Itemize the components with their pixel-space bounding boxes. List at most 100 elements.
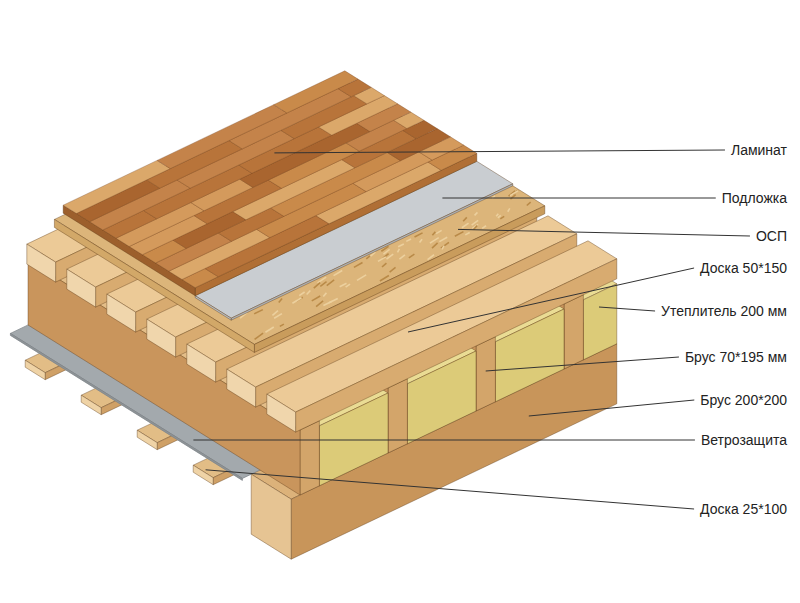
osb-flake: [439, 237, 447, 241]
joist: [388, 379, 407, 453]
osb-flake: [265, 327, 273, 332]
osb-flake: [406, 239, 411, 241]
osb-flake: [327, 280, 334, 286]
part-label: Брус 70*195 мм: [685, 349, 787, 366]
joist: [564, 295, 583, 369]
floor-board: [147, 319, 176, 357]
leader-line: [193, 440, 695, 441]
leader-line: [458, 229, 750, 236]
osb-flake: [463, 217, 467, 221]
osb-flake: [323, 293, 326, 297]
main-beam: [251, 474, 291, 559]
osb-flake: [474, 225, 478, 229]
osb-flake: [441, 242, 449, 248]
underlay: [195, 296, 231, 321]
osb-sheet: [54, 81, 544, 345]
osb-flake: [436, 230, 441, 233]
osb-flake: [255, 333, 263, 339]
osb-flake: [398, 249, 400, 252]
osb-flake: [409, 254, 415, 258]
osb-flake: [340, 283, 347, 286]
osb-flake: [465, 233, 469, 235]
joist: [300, 421, 319, 495]
bottom-board: [137, 430, 157, 450]
osb-flake: [455, 232, 464, 237]
floor-board: [187, 344, 216, 382]
osb-flake: [430, 238, 439, 243]
part-label: Доска 25*100: [700, 501, 787, 518]
osb-flake: [380, 276, 389, 281]
osb-flake: [472, 220, 479, 225]
leader-line: [206, 470, 694, 509]
joist: [476, 337, 495, 411]
floor-board: [296, 259, 617, 432]
floor-board: [67, 269, 96, 307]
leader-line: [486, 357, 679, 371]
bottom-board: [25, 360, 45, 380]
laminate: [63, 160, 170, 213]
osb-flake: [366, 256, 370, 259]
osb-flake: [475, 212, 478, 215]
osb-flake: [482, 226, 486, 229]
part-label: Подложка: [722, 190, 787, 207]
osb-flake: [312, 296, 320, 301]
osb-flake: [378, 257, 386, 262]
part-label: Ламинат: [731, 142, 787, 159]
floor-board: [267, 394, 296, 432]
osb-flake: [292, 298, 301, 303]
osb-flake: [329, 298, 338, 302]
osb-flake: [307, 291, 311, 295]
osb-flake: [279, 298, 282, 302]
osb-flake: [500, 216, 504, 218]
floor-board: [227, 369, 256, 407]
part-label: Доска 50*150: [700, 260, 787, 277]
osb-flake: [420, 239, 423, 242]
bottom-board: [81, 395, 101, 415]
osb-flake: [415, 233, 423, 237]
part-label: Брус 200*200: [700, 392, 787, 409]
osb-flake: [496, 214, 498, 217]
part-label: ОСП: [756, 228, 787, 245]
osb-flake: [334, 270, 343, 275]
osb-flake: [498, 215, 501, 217]
part-label: Утеплитель 200 мм: [661, 303, 787, 320]
osb-flake: [428, 255, 434, 260]
leader-line: [442, 198, 715, 199]
osb-flake: [399, 255, 405, 259]
osb-flake: [398, 244, 404, 247]
osb-flake: [462, 223, 469, 228]
osb-flake: [272, 311, 278, 316]
osb-flake: [280, 324, 284, 326]
leader-line: [599, 307, 655, 311]
osb-flake: [527, 202, 531, 205]
osb-flake: [254, 310, 263, 314]
osb-flake: [508, 208, 510, 211]
osb-flake: [299, 292, 304, 296]
floor-board: [107, 294, 136, 332]
osb-flake: [442, 246, 444, 250]
leader-line: [529, 400, 694, 416]
osb-flake: [346, 284, 350, 287]
laminate: [274, 71, 358, 113]
floor-layers: [10, 71, 616, 559]
osb-flake: [316, 301, 323, 307]
osb-flake: [357, 275, 366, 280]
floor-board: [27, 244, 56, 282]
osb-flake: [320, 282, 326, 287]
leader-line: [408, 268, 694, 332]
osb-flake: [390, 267, 396, 272]
osb-flake: [510, 191, 518, 196]
osb-flake: [274, 314, 282, 319]
osb-flake: [432, 232, 435, 236]
osb-flake: [432, 243, 438, 248]
osb-flake: [382, 263, 386, 267]
bottom-board: [193, 465, 213, 485]
insulation: [583, 284, 616, 360]
part-label: Ветрозащита: [701, 432, 787, 449]
osb-flake: [354, 263, 363, 268]
osb-flake: [314, 283, 320, 289]
laminate: [157, 105, 287, 169]
leader-line: [274, 150, 725, 153]
